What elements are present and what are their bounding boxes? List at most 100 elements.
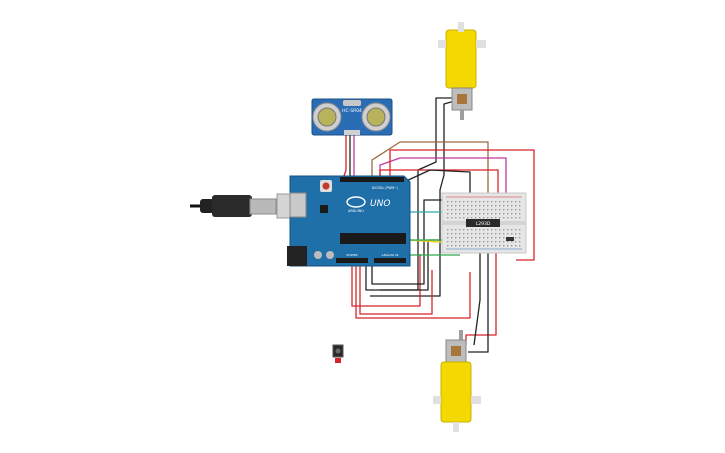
breadboard-hole — [495, 205, 497, 207]
breadboard-hole — [451, 233, 453, 235]
breadboard-hole — [491, 217, 493, 219]
breadboard-hole — [447, 245, 449, 247]
breadboard-hole — [511, 201, 513, 203]
breadboard-hole — [499, 245, 501, 247]
breadboard-hole — [475, 205, 477, 207]
breadboard-hole — [479, 237, 481, 239]
breadboard-hole — [499, 237, 501, 239]
breadboard-hole — [455, 245, 457, 247]
breadboard-hole — [475, 213, 477, 215]
breadboard-hole — [519, 245, 521, 247]
breadboard-hole — [511, 213, 513, 215]
breadboard-hole — [487, 209, 489, 211]
breadboard-hole — [511, 241, 513, 243]
breadboard-hole — [455, 237, 457, 239]
breadboard-hole — [507, 217, 509, 219]
breadboard-hole — [479, 241, 481, 243]
wire-black-motor-bottom — [468, 245, 489, 353]
breadboard-hole — [447, 209, 449, 211]
breadboard-hole — [519, 241, 521, 243]
usb-cable — [190, 193, 308, 219]
wire-red-a — [359, 262, 433, 315]
wire-brown — [371, 141, 489, 215]
breadboard-hole — [467, 201, 469, 203]
breadboard-hole — [483, 229, 485, 231]
breadboard-hole — [467, 245, 469, 247]
breadboard-hole — [511, 217, 513, 219]
breadboard-hole — [451, 213, 453, 215]
breadboard-hole — [475, 241, 477, 243]
breadboard-hole — [467, 209, 469, 211]
breadboard-hole — [479, 229, 481, 231]
breadboard-hole — [487, 213, 489, 215]
breadboard-hole — [507, 245, 509, 247]
breadboard-hole — [447, 233, 449, 235]
breadboard-hole — [499, 233, 501, 235]
breadboard-hole — [491, 237, 493, 239]
breadboard-hole — [455, 209, 457, 211]
breadboard-hole — [507, 213, 509, 215]
breadboard-hole — [459, 209, 461, 211]
breadboard-hole — [451, 217, 453, 219]
breadboard-hole — [499, 213, 501, 215]
breadboard-hole — [459, 205, 461, 207]
dc-motor-top — [438, 22, 486, 120]
breadboard-hole — [463, 237, 465, 239]
breadboard-hole — [495, 213, 497, 215]
breadboard-hole — [471, 217, 473, 219]
breadboard-hole — [503, 245, 505, 247]
breadboard-hole — [447, 229, 449, 231]
breadboard-hole — [471, 201, 473, 203]
breadboard-hole — [447, 237, 449, 239]
breadboard-hole — [487, 229, 489, 231]
breadboard-hole — [447, 205, 449, 207]
microcontroller-chip — [340, 233, 406, 244]
breadboard-hole — [519, 217, 521, 219]
breadboard-hole — [519, 209, 521, 211]
breadboard-hole — [471, 205, 473, 207]
wire-black-low-b — [371, 199, 470, 285]
breadboard-hole — [491, 245, 493, 247]
breadboard-hole — [519, 229, 521, 231]
breadboard-hole — [451, 237, 453, 239]
breadboard-hole — [467, 217, 469, 219]
sensor-model-label: HC-SR04 — [342, 108, 362, 114]
breadboard-hole — [483, 213, 485, 215]
breadboard-hole — [471, 237, 473, 239]
breadboard-hole — [491, 233, 493, 235]
breadboard-hole — [495, 217, 497, 219]
breadboard-hole — [515, 217, 517, 219]
arduino-uno: DIGITAL (PWM~) UNO ARDUINO POWER ANALOG … — [287, 175, 411, 267]
breadboard-hole — [515, 201, 517, 203]
breadboard-hole — [471, 233, 473, 235]
breadboard-hole — [463, 217, 465, 219]
breadboard-hole — [511, 205, 513, 207]
breadboard-hole — [515, 229, 517, 231]
breadboard-hole — [447, 201, 449, 203]
breadboard-holes — [447, 201, 521, 247]
motor-driver-chip — [466, 219, 500, 227]
breadboard-hole — [471, 229, 473, 231]
breadboard-hole — [455, 229, 457, 231]
breadboard-hole — [519, 201, 521, 203]
dc-motor-bottom — [433, 330, 481, 432]
breadboard-hole — [459, 237, 461, 239]
breadboard-hole — [451, 229, 453, 231]
breadboard-hole — [451, 201, 453, 203]
breadboard-hole — [495, 209, 497, 211]
breadboard-hole — [471, 241, 473, 243]
breadboard-hole — [507, 229, 509, 231]
reset-button — [322, 182, 330, 190]
breadboard-hole — [503, 241, 505, 243]
breadboard-hole — [467, 229, 469, 231]
breadboard-hole — [479, 233, 481, 235]
breadboard-hole — [491, 229, 493, 231]
ultrasonic-sensor: HC-SR04 — [311, 98, 393, 136]
breadboard-hole — [455, 201, 457, 203]
breadboard-hole — [519, 205, 521, 207]
breadboard-hole — [499, 205, 501, 207]
breadboard-hole — [503, 213, 505, 215]
wire-black-gnd — [403, 169, 471, 210]
breadboard-hole — [515, 241, 517, 243]
breadboard-hole — [451, 205, 453, 207]
